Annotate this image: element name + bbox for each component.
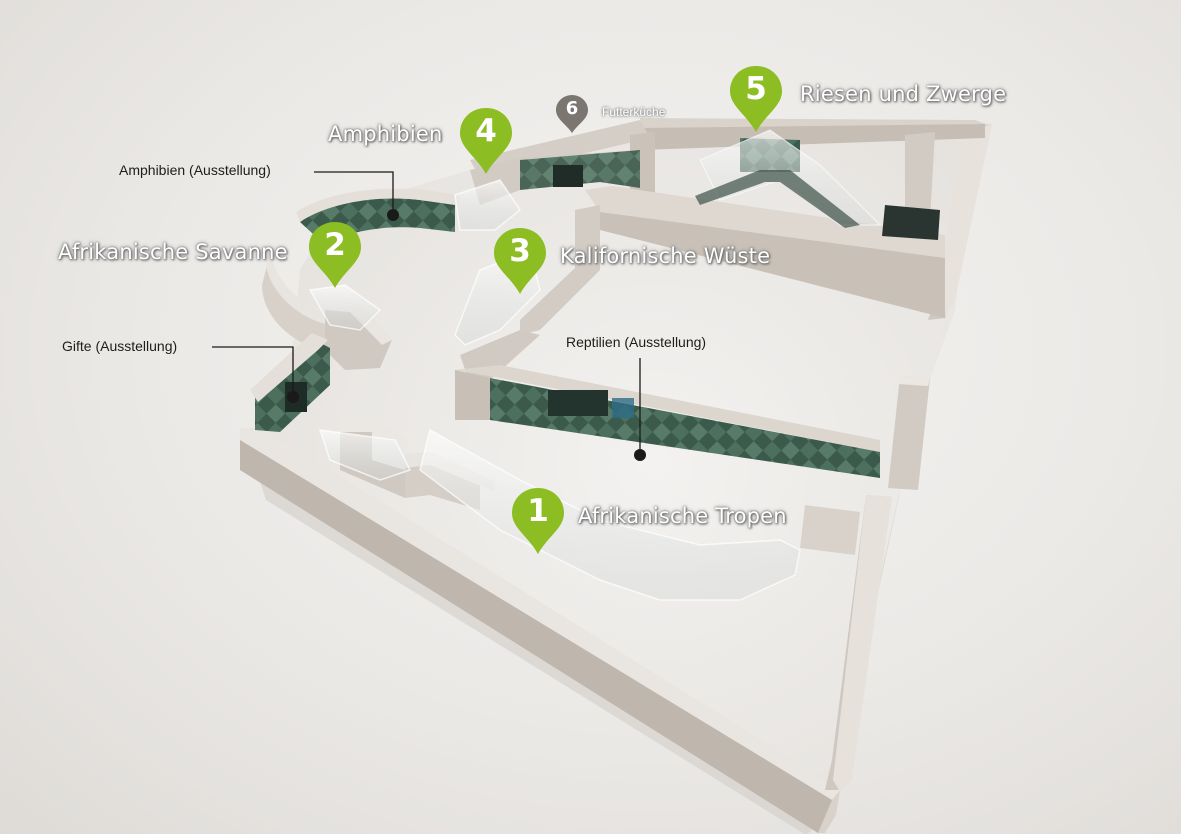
pillar-east-top: [898, 376, 930, 386]
map-pin-icon: [460, 108, 512, 174]
station-marker-5[interactable]: 5: [728, 64, 784, 134]
station-marker-1[interactable]: 1: [510, 486, 566, 556]
tropics-door-wall: [800, 505, 860, 555]
reptile-wall-top: [455, 365, 880, 452]
floor: [262, 125, 975, 800]
station-number: 6: [565, 98, 579, 119]
glass-tropics: [419, 428, 801, 601]
amphibian-terrarium: [553, 165, 583, 187]
exhibition-label-reptilien: Reptilien (Ausstellung): [566, 334, 707, 350]
station-label-2: Afrikanische Savanne: [58, 240, 288, 264]
wall-room5: [905, 132, 935, 222]
map-pin-icon: [494, 228, 546, 294]
map-pin-icon: [730, 66, 782, 132]
callout-reptilien-dot: [634, 449, 646, 461]
wall-desert-east: [520, 205, 600, 335]
callout-amphibien-line: [314, 171, 394, 212]
wall-corridor-face: [600, 212, 945, 318]
station-label-6: Futterküche: [602, 105, 666, 119]
callout-amphibien-dot: [387, 209, 399, 221]
map-pin-icon: [556, 95, 588, 133]
outer-wall-east-top: [833, 495, 892, 792]
station-number: 1: [527, 493, 549, 529]
station-label-3: Kalifornische Wüste: [560, 244, 771, 268]
station-number: 3: [509, 233, 531, 269]
station-marker-3[interactable]: 3: [492, 226, 548, 296]
glass-amphibian: [454, 179, 522, 231]
reptile-terrarium-2: [612, 398, 634, 418]
wall-room5-dark: [882, 205, 940, 240]
pillar-east: [888, 376, 930, 490]
station-marker-4[interactable]: 4: [458, 106, 514, 176]
exhibition-label-amphibien: Amphibien (Ausstellung): [119, 162, 271, 178]
outer-wall-north-face: [640, 124, 985, 150]
glass-savanne: [308, 284, 382, 331]
station-number: 5: [745, 71, 767, 107]
exhibition-label-gifte: Gifte (Ausstellung): [62, 338, 178, 354]
amphibian-curve-top: [296, 188, 460, 222]
outer-wall-northeast-top: [936, 120, 992, 318]
wall-corridor-top: [585, 186, 945, 258]
callout-gifte-line: [212, 346, 294, 395]
station-label-4: Amphibien: [328, 122, 443, 146]
callout-gifte-dot: [287, 391, 299, 403]
gifte-wall-top: [250, 333, 328, 402]
reptile-wall-end: [455, 370, 490, 420]
savanne-wall: [262, 262, 330, 352]
outer-wall-front-side: [240, 440, 832, 833]
station-marker-2[interactable]: 2: [307, 220, 363, 290]
reptile-terrarium: [548, 390, 608, 416]
station-label-5: Riesen und Zwerge: [800, 82, 1007, 106]
room5-channel: [695, 170, 860, 228]
map-pin-icon: [309, 222, 361, 288]
station-number: 2: [324, 227, 346, 263]
station-marker-6[interactable]: 6: [555, 94, 589, 134]
map-pin-icon: [512, 488, 564, 554]
callout-lines: [212, 171, 641, 452]
station-label-1: Afrikanische Tropen: [578, 504, 787, 528]
glass-gifte: [318, 429, 412, 481]
outer-wall-front-top: [240, 428, 840, 800]
station-number: 4: [475, 113, 497, 149]
